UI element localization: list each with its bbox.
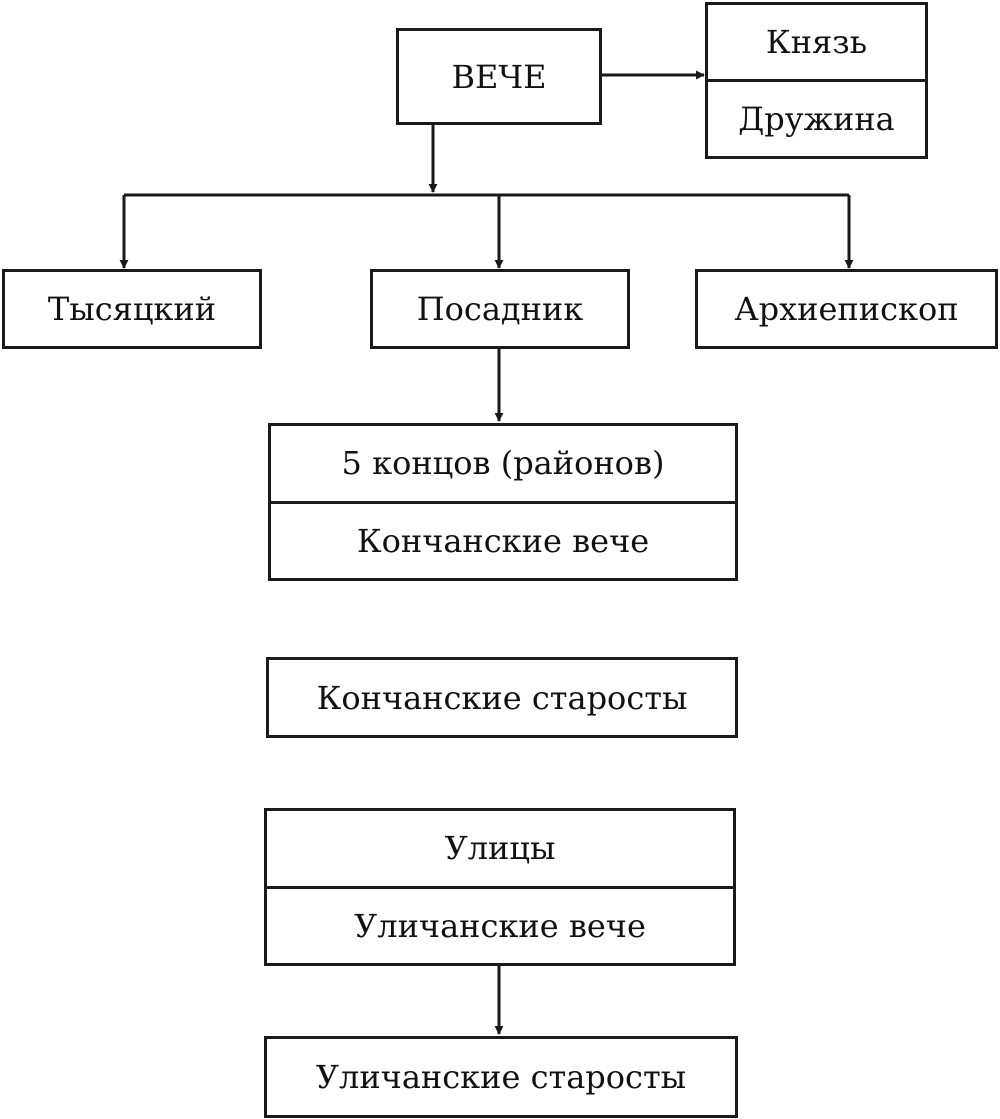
retinue-label: Дружина	[708, 79, 925, 156]
archbishop-label: Архиепископ	[734, 290, 959, 328]
veche-label: ВЕЧЕ	[451, 57, 547, 96]
street-elders-box: Уличанские старосты	[264, 1036, 738, 1118]
posadnik-box: Посадник	[370, 269, 630, 349]
streets-label: Улицы	[444, 829, 556, 868]
tysyatsky-label: Тысяцкий	[47, 290, 217, 328]
prince-label: Князь	[765, 23, 868, 61]
end-elders-label: Кончанские старосты	[316, 678, 688, 717]
tysyatsky-box: Тысяцкий	[2, 269, 262, 349]
archbishop-box: Архиепископ	[695, 269, 998, 349]
ends-label: 5 концов (районов)	[341, 444, 665, 483]
street-veche-label: Уличанские вече	[267, 885, 733, 964]
streets-box: Улицы Уличанские вече	[264, 808, 736, 966]
street-elders-label: Уличанские старосты	[315, 1058, 687, 1096]
end-elders-box: Кончанские старосты	[266, 657, 738, 738]
end-veche-label: Кончанские вече	[271, 500, 735, 579]
veche-box: ВЕЧЕ	[396, 28, 602, 125]
posadnik-label: Посадник	[416, 290, 584, 328]
ends-box: 5 концов (районов) Кончанские вече	[268, 423, 738, 581]
prince-retinue-box: Князь Дружина	[705, 2, 928, 159]
